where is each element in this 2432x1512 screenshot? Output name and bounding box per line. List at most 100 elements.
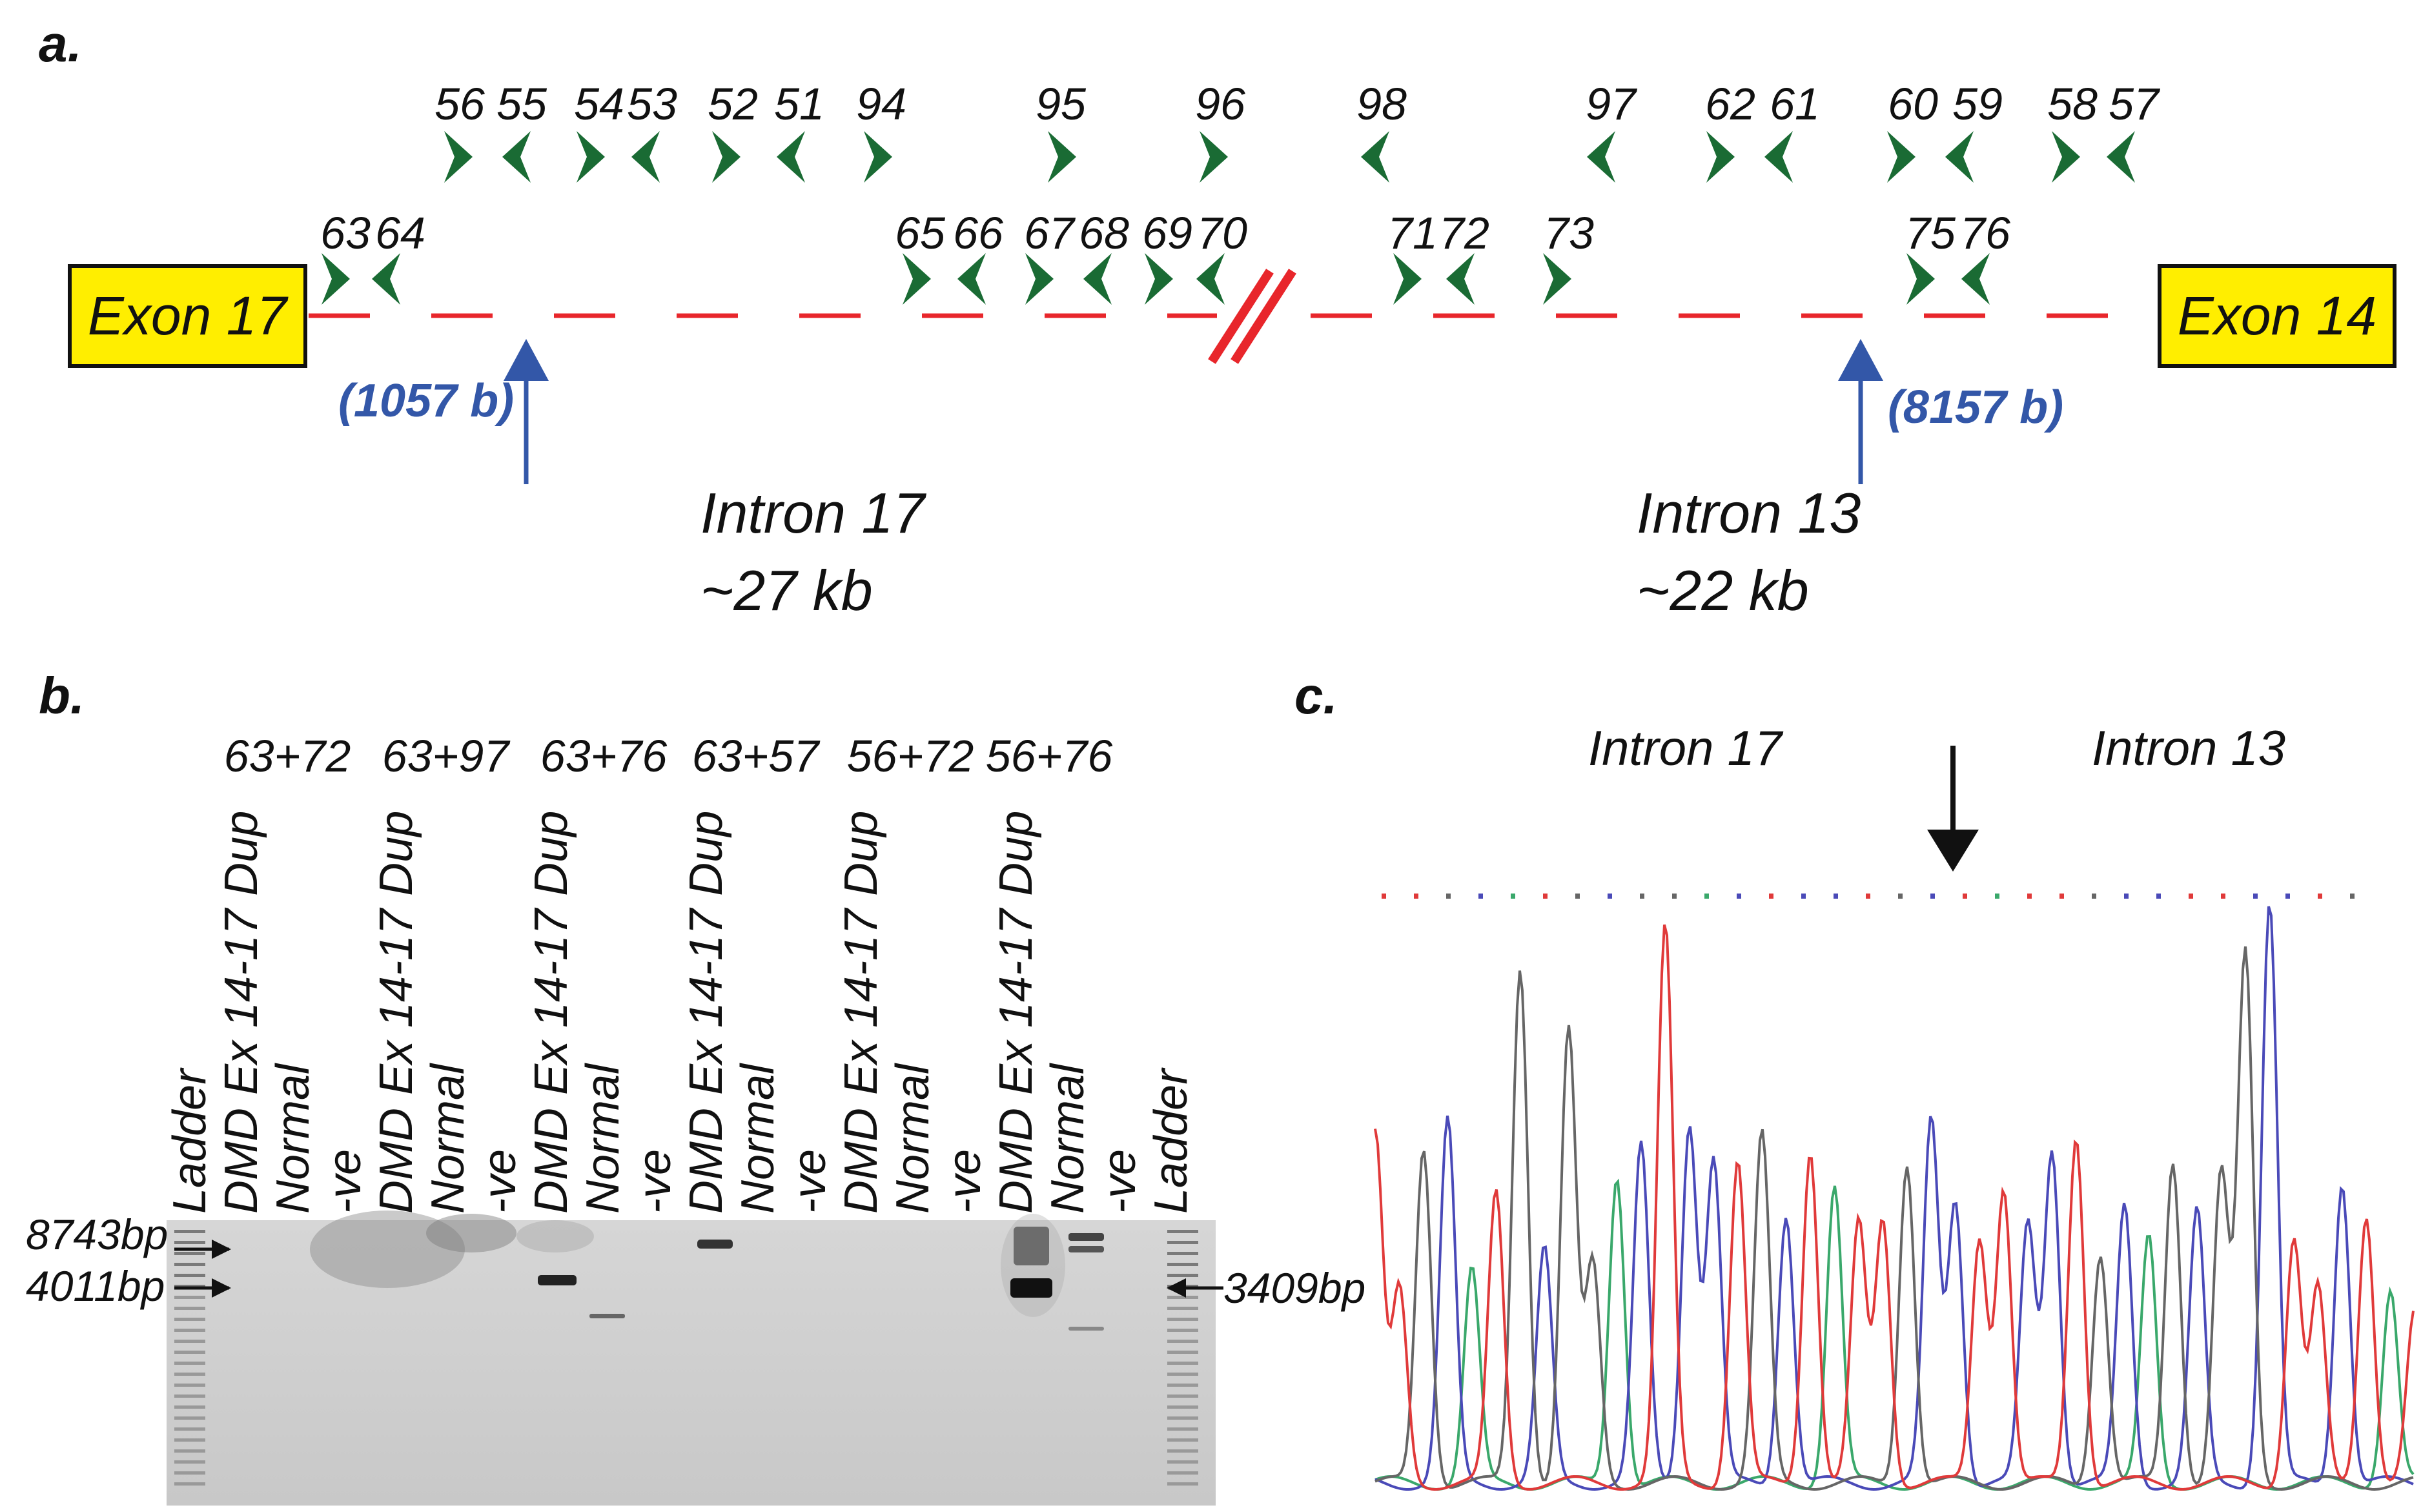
primer-arrow (577, 131, 605, 183)
lane-label-11: DMD Ex 14-17 Dup (680, 811, 732, 1214)
base-call-dot (1834, 894, 1838, 899)
primer-arrow (1906, 253, 1935, 305)
primer-63-label: 63 (320, 208, 371, 258)
primer-52-label: 52 (708, 79, 758, 129)
primer-71-label: 71 (1387, 208, 1438, 258)
primer-arrow (864, 131, 892, 183)
trace-T (1374, 924, 2415, 1491)
primer-70-label: 70 (1197, 208, 1247, 258)
primer-arrow (1887, 131, 1916, 183)
primer-arrow (1393, 253, 1422, 305)
lane-label-6: Normal (422, 1063, 474, 1214)
primer-labels-bottom: 63 64 65 66 67 68 69 70 71 72 73 75 76 (320, 208, 2010, 258)
base-call-dot (1866, 894, 1870, 899)
primer-68-label: 68 (1079, 208, 1129, 258)
ladder-band (174, 1252, 205, 1255)
ladder-band (1167, 1482, 1198, 1486)
primer-54-label: 54 (574, 79, 624, 129)
ladder-band (1167, 1274, 1198, 1277)
primer-94-label: 94 (856, 79, 906, 129)
base-call-dot (1478, 894, 1483, 899)
base-call-dot (1704, 894, 1709, 899)
primer-arrow (1543, 253, 1571, 305)
lane-label-17: DMD Ex 14-17 Dup (990, 811, 1042, 1214)
primer-67-label: 67 (1024, 208, 1076, 258)
ladder-band (174, 1351, 205, 1354)
ladder-band (174, 1471, 205, 1475)
ladder-band (174, 1296, 205, 1299)
primer-51-label: 51 (774, 79, 824, 129)
pair-label-2: 63+97 (382, 731, 511, 781)
pair-label-6: 56+76 (986, 731, 1113, 781)
ladder-band (1167, 1395, 1198, 1398)
panel-c: c. Intron 17 Intron 13 (1294, 667, 2415, 1491)
intron-13-size: ~22 kb (1637, 558, 1809, 622)
primer-arrow (444, 131, 473, 183)
base-call-dot (2124, 894, 2129, 899)
ladder-band (1167, 1449, 1198, 1453)
primer-arrow (903, 253, 931, 305)
primer-arrow (1764, 131, 1793, 183)
lane-label-10: -ve (629, 1149, 680, 1214)
band-63-76-normal (589, 1314, 625, 1318)
primer-58-label: 58 (2047, 79, 2098, 129)
primer-arrow (1200, 131, 1228, 183)
band-56-76-dup-high (1014, 1227, 1049, 1265)
intron-13-name: Intron 13 (1637, 481, 1861, 545)
ladder-band (174, 1482, 205, 1486)
primer-96-label: 96 (1195, 79, 1245, 129)
ladder-band (174, 1318, 205, 1321)
primer-61-label: 61 (1770, 79, 1820, 129)
base-call-dot (1930, 894, 1935, 899)
base-call-dot (1414, 894, 1418, 899)
ladder-band (1167, 1416, 1198, 1420)
primer-arrow (372, 253, 400, 305)
lane-label-15: Normal (887, 1063, 939, 1214)
primer-labels-top: 56 55 54 53 52 51 94 95 96 98 97 62 61 6… (434, 79, 2161, 129)
lane-label-4: -ve (319, 1149, 371, 1214)
primer-arrow (1145, 253, 1173, 305)
primer-arrow (1587, 131, 1615, 183)
ladder-band (1167, 1362, 1198, 1365)
exon-17-label: Exon 17 (88, 285, 289, 346)
ladder-band (1167, 1384, 1198, 1387)
band-56-76-normal-2 (1068, 1246, 1104, 1252)
primer-53-label: 53 (627, 79, 677, 129)
band-56-76-dup (1010, 1278, 1052, 1298)
trace-C (1374, 906, 2414, 1491)
primer-69-label: 69 (1142, 208, 1192, 258)
seq-intron-13-label: Intron 13 (2092, 721, 2285, 776)
ladder-band (1167, 1460, 1198, 1464)
panel-b-label: b. (39, 667, 85, 724)
breakpoint-left-label: (1057 b) (338, 375, 514, 427)
lane-label-3: Normal (267, 1063, 319, 1214)
primer-55-label: 55 (496, 79, 547, 129)
primer-73-label: 73 (1544, 208, 1594, 258)
band-56-76-normal-1 (1068, 1233, 1104, 1241)
ladder-band (1167, 1307, 1198, 1310)
lane-label-16: -ve (939, 1149, 990, 1214)
exon-14-label: Exon 14 (2178, 285, 2376, 346)
base-call-dot (2156, 894, 2161, 899)
ladder-band (174, 1373, 205, 1376)
ladder-band (174, 1416, 205, 1420)
primer-arrow (1025, 253, 1054, 305)
chromatogram-traces (1374, 906, 2415, 1491)
primer-arrow (322, 253, 350, 305)
primer-pair-labels: 63+72 63+97 63+76 63+57 56+72 56+76 (224, 731, 1113, 781)
primer-97-label: 97 (1586, 79, 1638, 129)
ladder-band (1167, 1296, 1198, 1299)
primer-arrow (957, 253, 986, 305)
base-call-dot (2027, 894, 2032, 899)
base-call-dot (1382, 894, 1386, 899)
pair-label-4: 63+57 (692, 731, 821, 781)
primer-62-label: 62 (1705, 79, 1755, 129)
ladder-band (1167, 1373, 1198, 1376)
ladder-band (174, 1405, 205, 1409)
base-call-dot (1898, 894, 1903, 899)
primer-56-label: 56 (434, 79, 485, 129)
exon-14-box: Exon 14 (2158, 264, 2396, 368)
primer-57-label: 57 (2109, 79, 2161, 129)
ladder-band (174, 1263, 205, 1266)
primer-76-label: 76 (1960, 208, 2010, 258)
